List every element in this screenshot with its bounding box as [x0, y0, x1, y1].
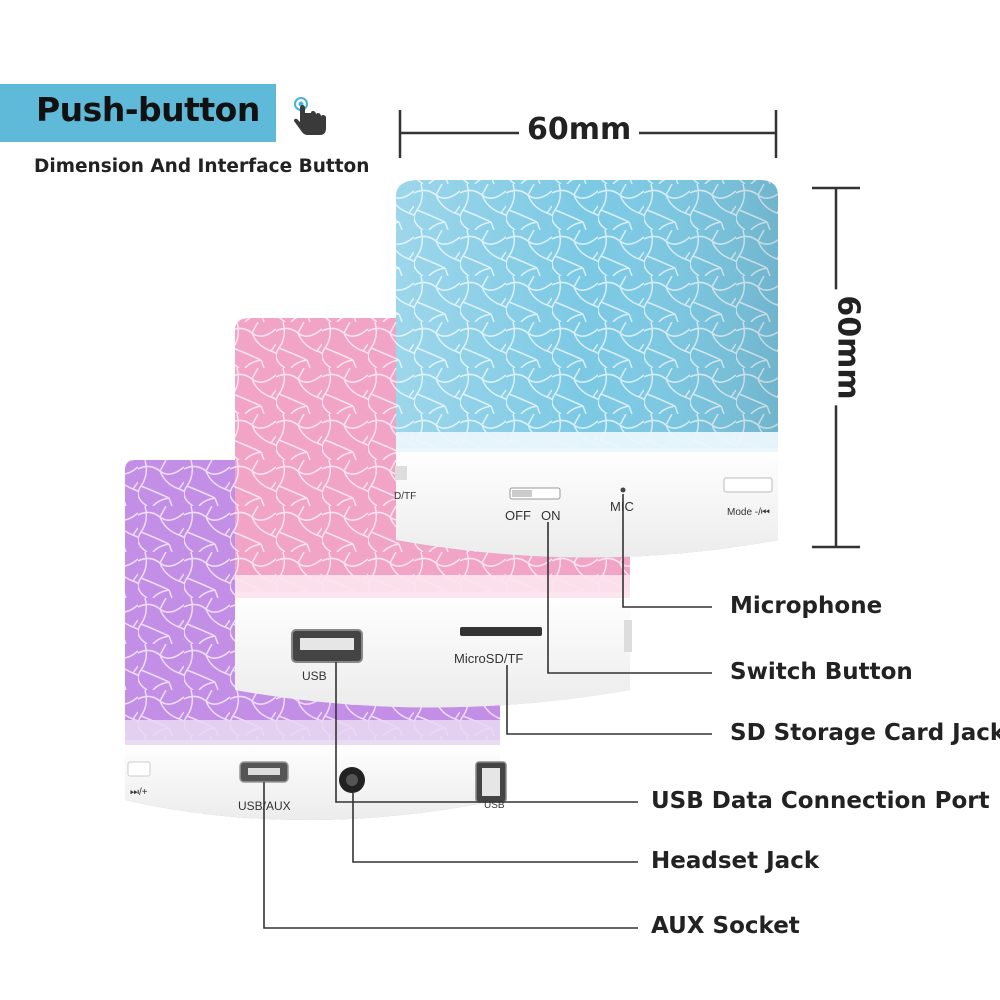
- hand-pointer-icon: [294, 97, 326, 135]
- mic-label: MIC: [610, 499, 634, 514]
- sd-leader: [506, 665, 712, 735]
- header-title: Push-button: [36, 90, 260, 129]
- headset-leader: [352, 793, 638, 863]
- sd-slot: [460, 627, 542, 636]
- callout-microphone: Microphone: [730, 593, 883, 619]
- callout-headset-jack: Headset Jack: [651, 848, 820, 874]
- callout-sd-storage: SD Storage Card Jack: [730, 720, 1000, 746]
- blue-speaker: [396, 180, 778, 558]
- height-dimension-label: 60mm: [830, 289, 866, 406]
- blue-side-label: D/TF: [394, 491, 416, 502]
- mode-label: Mode -/⏮: [727, 507, 770, 518]
- microphone-leader: [622, 494, 712, 608]
- aux-leader: [263, 782, 638, 929]
- usb-data-leader: [335, 662, 638, 803]
- header-tag: [0, 84, 276, 142]
- switch-on-label: ON: [541, 508, 561, 523]
- mic-hole: [620, 487, 626, 493]
- switch-off-label: OFF: [505, 508, 531, 523]
- width-dimension-label: 60mm: [519, 112, 640, 147]
- callout-aux-socket: AUX Socket: [651, 913, 800, 939]
- purple-side-label: ⏭/+: [130, 787, 148, 798]
- pink-usb-label: USB: [302, 669, 327, 683]
- purple-usb-label: USB: [484, 800, 505, 811]
- header-subtitle: Dimension And Interface Button: [34, 156, 370, 177]
- callout-switch-button: Switch Button: [730, 659, 913, 685]
- sd-label: MicroSD/TF: [454, 651, 523, 666]
- callout-usb-data: USB Data Connection Port: [651, 788, 990, 814]
- switch-leader: [547, 522, 712, 674]
- mode-buttons: [723, 477, 773, 493]
